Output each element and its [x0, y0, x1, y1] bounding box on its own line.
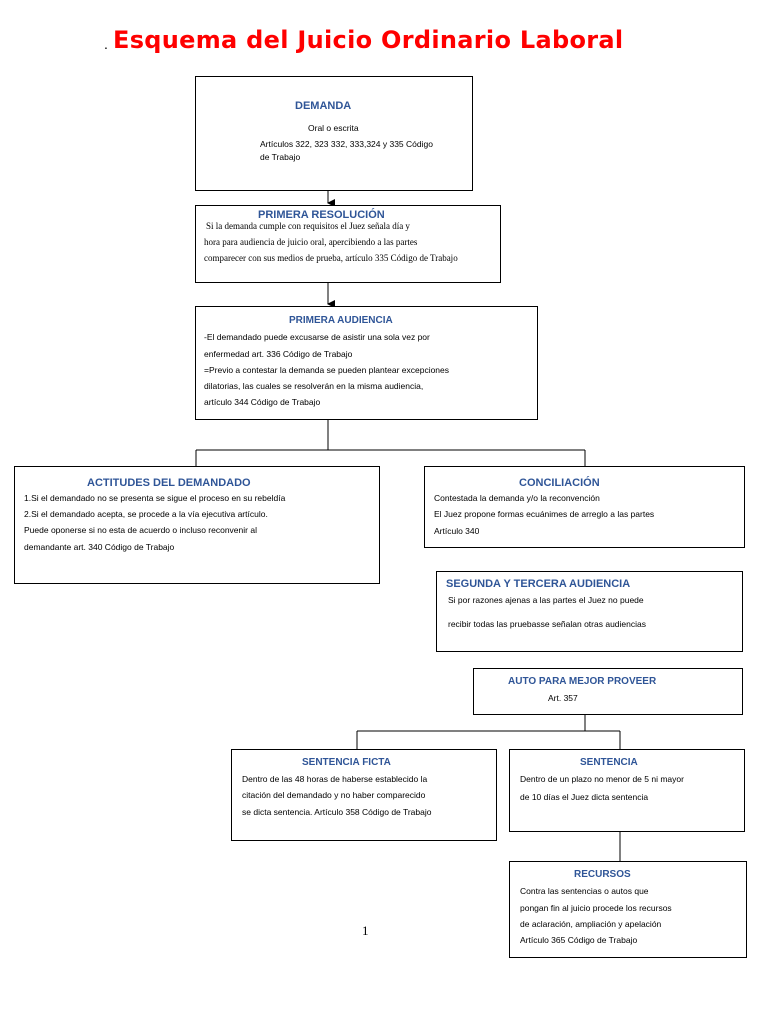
demanda-line: de Trabajo — [260, 152, 301, 162]
segunda-tercera-line: recibir todas las pruebasse señalan otra… — [448, 619, 646, 629]
actitudes-title: ACTITUDES DEL DEMANDADO — [87, 477, 251, 489]
sentencia-line: Dentro de un plazo no menor de 5 ni mayo… — [520, 774, 684, 784]
demanda-title: DEMANDA — [295, 100, 352, 112]
sentencia-ficta-title: SENTENCIA FICTA — [302, 757, 391, 768]
primera-audiencia-title: PRIMERA AUDIENCIA — [289, 315, 393, 326]
actitudes-box: ACTITUDES DEL DEMANDADO 1.Si el demandad… — [14, 466, 380, 584]
recursos-title: RECURSOS — [574, 869, 631, 880]
segunda-tercera-title: SEGUNDA Y TERCERA AUDIENCIA — [446, 578, 631, 590]
page-title: Esquema del Juicio Ordinario Laboral — [113, 26, 624, 54]
primera-resolucion-line: Si la demanda cumple con requisitos el J… — [206, 221, 410, 231]
recursos-line: Artículo 365 Código de Trabajo — [520, 935, 638, 945]
actitudes-line: demandante art. 340 Código de Trabajo — [24, 542, 175, 552]
sentencia-ficta-box: SENTENCIA FICTA Dentro de las 48 horas d… — [231, 749, 497, 841]
title-dot: . — [104, 36, 108, 52]
actitudes-line: 1.Si el demandado no se presenta se sigu… — [24, 493, 286, 503]
primera-audiencia-box: PRIMERA AUDIENCIA -El demandado puede ex… — [195, 306, 538, 420]
primera-resolucion-line: hora para audiencia de juicio oral, aper… — [204, 237, 418, 247]
primera-audiencia-line: enfermedad art. 336 Código de Trabajo — [204, 349, 353, 359]
page-number: 1 — [362, 923, 369, 938]
segunda-tercera-line: Si por razones ajenas a las partes el Ju… — [448, 595, 644, 605]
primera-resolucion-box: PRIMERA RESOLUCIÓN Si la demanda cumple … — [195, 205, 501, 283]
sentencia-ficta-line: Dentro de las 48 horas de haberse establ… — [242, 774, 428, 784]
recursos-box: RECURSOS Contra las sentencias o autos q… — [509, 861, 747, 958]
auto-line: Art. 357 — [548, 693, 578, 703]
demanda-line: Artículos 322, 323 332, 333,324 y 335 Có… — [260, 139, 433, 149]
auto-title: AUTO PARA MEJOR PROVEER — [508, 676, 657, 687]
conciliacion-line: Artículo 340 — [434, 526, 480, 536]
actitudes-line: Puede oponerse si no esta de acuerdo o i… — [24, 525, 257, 535]
primera-audiencia-line: artículo 344 Código de Trabajo — [204, 397, 321, 407]
conciliacion-title: CONCILIACIÓN — [519, 477, 600, 489]
conciliacion-line: El Juez propone formas ecuánimes de arre… — [434, 509, 655, 519]
primera-resolucion-line: comparecer con sus medios de prueba, art… — [204, 253, 458, 263]
sentencia-box: SENTENCIA Dentro de un plazo no menor de… — [509, 749, 745, 832]
conciliacion-line: Contestada la demanda y/o la reconvenció… — [434, 493, 600, 503]
demanda-line: Oral o escrita — [308, 123, 359, 133]
sentencia-ficta-line: citación del demandado y no haber compar… — [242, 790, 426, 800]
primera-audiencia-line: dilatorias, las cuales se resolverán en … — [204, 381, 424, 391]
conciliacion-box: CONCILIACIÓN Contestada la demanda y/o l… — [424, 466, 745, 548]
primera-audiencia-line: -El demandado puede excusarse de asistir… — [204, 332, 430, 342]
recursos-line: pongan fin al juicio procede los recurso… — [520, 903, 672, 913]
primera-audiencia-line: =Previo a contestar la demanda se pueden… — [204, 365, 450, 375]
sentencia-ficta-line: se dicta sentencia. Artículo 358 Código … — [242, 807, 432, 817]
sentencia-title: SENTENCIA — [580, 757, 638, 768]
recursos-line: de aclaración, ampliación y apelación — [520, 919, 662, 929]
sentencia-line: de 10 días el Juez dicta sentencia — [520, 792, 649, 802]
auto-box: AUTO PARA MEJOR PROVEER Art. 357 — [473, 668, 743, 715]
actitudes-line: 2.Si el demandado acepta, se procede a l… — [24, 509, 268, 519]
primera-resolucion-title: PRIMERA RESOLUCIÓN — [258, 209, 385, 221]
segunda-tercera-box: SEGUNDA Y TERCERA AUDIENCIA Si por razon… — [436, 571, 743, 652]
recursos-line: Contra las sentencias o autos que — [520, 886, 649, 896]
demanda-box: DEMANDA Oral o escrita Artículos 322, 32… — [195, 76, 473, 191]
